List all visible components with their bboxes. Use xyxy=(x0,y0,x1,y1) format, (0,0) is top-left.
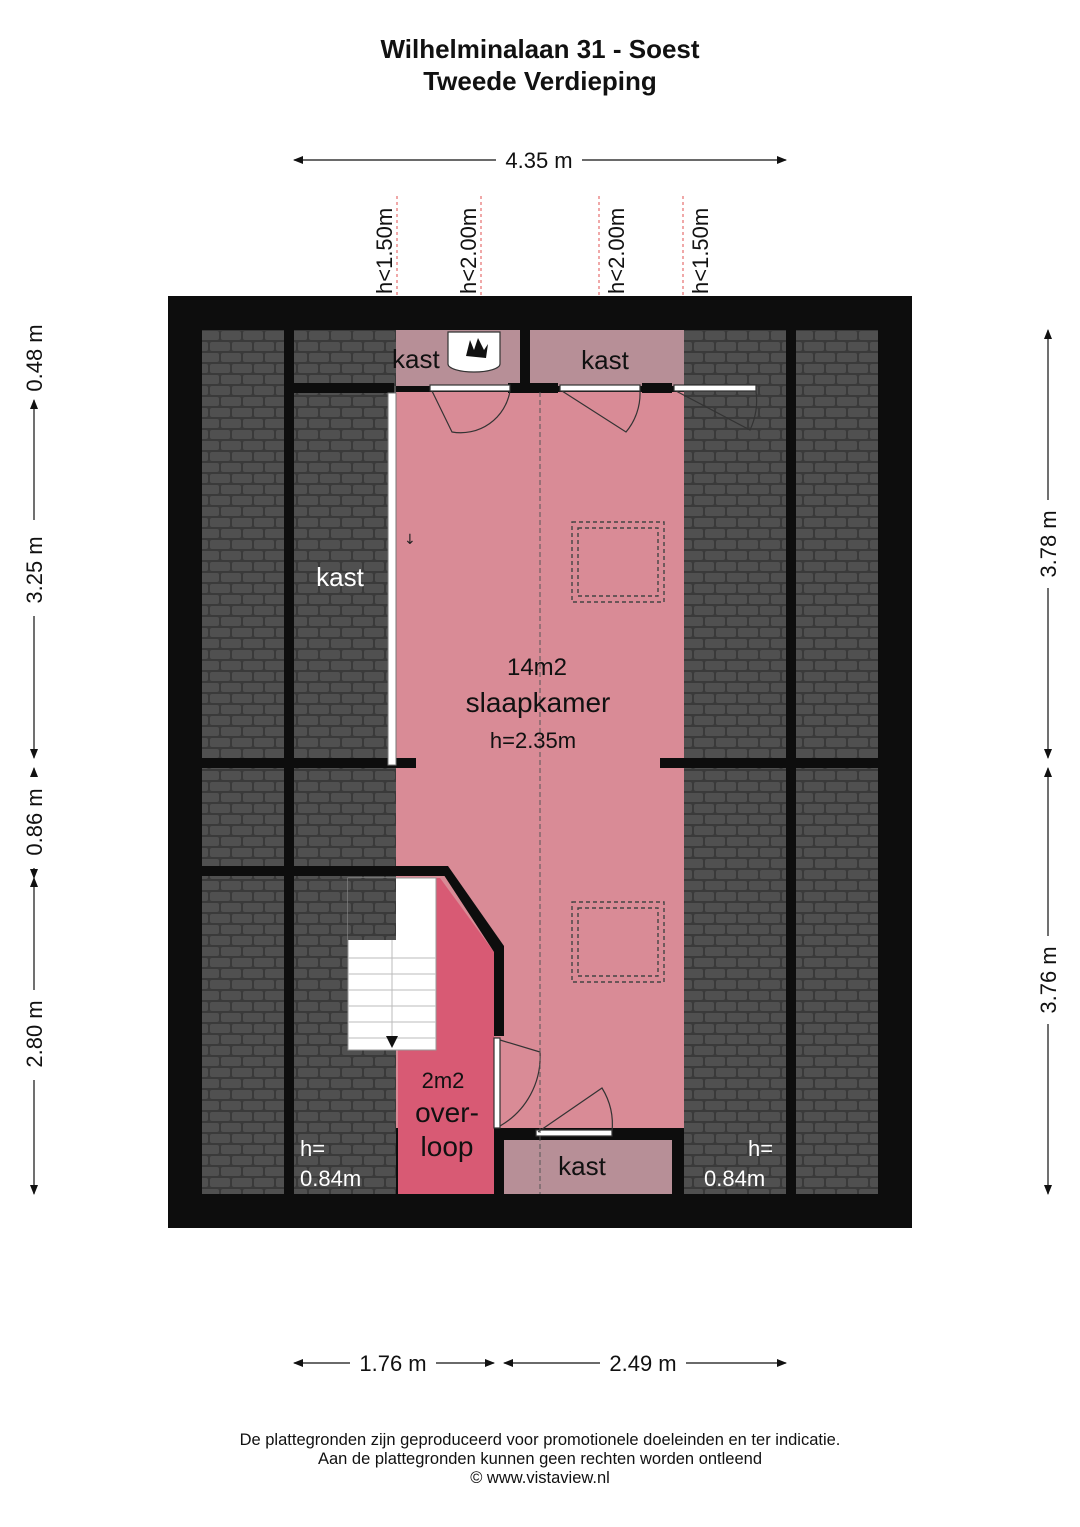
dim-bottom-1: 1.76 m xyxy=(359,1351,426,1376)
closet-top-right xyxy=(528,330,684,386)
dim-left-1: 0.48 m xyxy=(22,324,47,391)
disclaimer-line-2: Aan de plattegronden kunnen geen rechten… xyxy=(317,1450,763,1468)
height-marker-2: h<2.00m xyxy=(456,208,481,294)
label-low-left-1: h= xyxy=(300,1136,325,1161)
boiler-icon xyxy=(447,331,501,373)
dim-bottom-2: 2.49 m xyxy=(609,1351,676,1376)
label-low-right-1: h= xyxy=(748,1136,773,1161)
height-marker-4: h<1.50m xyxy=(688,208,713,294)
stair-direction-arrow xyxy=(386,1036,398,1048)
dim-right-1: 3.78 m xyxy=(1036,510,1061,577)
skylights xyxy=(571,521,665,983)
label-kast-top-left: kast xyxy=(392,344,440,374)
stair-cutout xyxy=(348,878,396,940)
plan-title: Wilhelminalaan 31 - Soest xyxy=(380,34,700,64)
dim-left-2: 3.25 m xyxy=(22,536,47,603)
stair-treads xyxy=(348,940,436,1040)
small-arrow-glyph: ↓ xyxy=(404,532,416,548)
label-kast-top-right: kast xyxy=(581,345,629,375)
label-landing-name-1: over- xyxy=(415,1097,479,1128)
height-marker-lines xyxy=(396,196,684,296)
label-landing-name-2: loop xyxy=(421,1131,474,1162)
bedroom-left-partition xyxy=(387,392,397,766)
height-marker-3: h<2.00m xyxy=(604,208,629,294)
closet-bottom xyxy=(504,1140,672,1194)
label-bedroom-height: h=2.35m xyxy=(490,728,576,753)
height-marker-1: h<1.50m xyxy=(372,208,397,294)
label-kast-bottom: kast xyxy=(558,1151,606,1181)
dim-right-2: 3.76 m xyxy=(1036,946,1061,1013)
label-bedroom-name: slaapkamer xyxy=(466,687,611,718)
floor-title: Tweede Verdieping xyxy=(423,66,657,96)
dim-left-3: 0.86 m xyxy=(22,788,47,855)
label-landing-area: 2m2 xyxy=(422,1068,465,1093)
label-kast-left: kast xyxy=(316,562,364,592)
copyright-line: © www.vistaview.nl xyxy=(470,1469,610,1487)
disclaimer-line-1: De plattegronden zijn geproduceerd voor … xyxy=(239,1431,841,1449)
interior-walls xyxy=(202,330,878,1194)
label-bedroom-area: 14m2 xyxy=(507,654,567,681)
dimension-lines xyxy=(30,156,1052,1367)
label-low-left-2: 0.84m xyxy=(300,1166,361,1191)
dim-top-width: 4.35 m xyxy=(505,148,572,173)
door-swings xyxy=(429,384,758,1137)
dim-left-4: 2.80 m xyxy=(22,1000,47,1067)
label-low-right-2: 0.84m xyxy=(704,1166,765,1191)
